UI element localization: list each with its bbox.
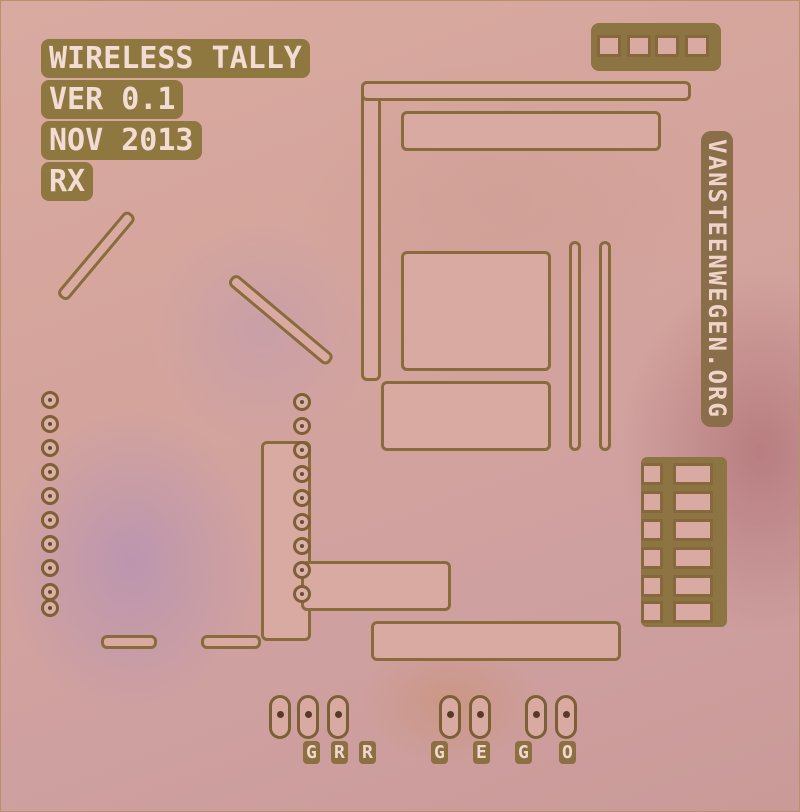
via-pad — [293, 513, 311, 531]
trace — [599, 241, 611, 451]
pin-label: G — [515, 741, 532, 764]
header-pin — [525, 695, 547, 739]
smd-pad — [641, 491, 663, 513]
via-pad — [293, 465, 311, 483]
via-pad — [293, 393, 311, 411]
smd-pad — [641, 601, 663, 623]
smd-pad — [673, 547, 713, 569]
trace — [301, 561, 451, 611]
smd-pad — [673, 519, 713, 541]
trace — [361, 81, 691, 101]
header-pin — [555, 695, 577, 739]
website-text: VANSTEENWEGEN.ORG — [703, 139, 731, 419]
rx-line: RX — [41, 162, 94, 201]
smd-pad — [673, 463, 713, 485]
via-pad — [293, 489, 311, 507]
via-pad — [41, 415, 59, 433]
pad-array-area — [641, 457, 727, 627]
pin-label: R — [331, 741, 348, 764]
pin-label: G — [303, 741, 320, 764]
pin-label: E — [473, 741, 490, 764]
antenna-trace — [55, 209, 138, 303]
via-pad — [41, 535, 59, 553]
smd-pad — [641, 575, 663, 597]
via-pad — [293, 441, 311, 459]
top-pad — [655, 35, 679, 57]
via-pad — [293, 585, 311, 603]
website-label: VANSTEENWEGEN.ORG — [701, 131, 733, 427]
trace — [401, 111, 661, 151]
trace — [361, 81, 381, 381]
top-pad — [685, 35, 709, 57]
via-pad — [41, 463, 59, 481]
trace — [381, 381, 551, 451]
via-pad — [41, 439, 59, 457]
trace — [371, 621, 621, 661]
header-pin — [439, 695, 461, 739]
header-pin — [327, 695, 349, 739]
antenna-trace — [201, 635, 261, 649]
via-pad — [41, 599, 59, 617]
via-pad — [41, 391, 59, 409]
header-pin — [269, 695, 291, 739]
silkscreen-title-block: WIRELESS TALLY VER 0.1 NOV 2013 RX — [41, 39, 310, 203]
via-pad — [293, 561, 311, 579]
smd-pad — [673, 601, 713, 623]
trace — [569, 241, 581, 451]
via-pad — [41, 511, 59, 529]
via-pad — [41, 487, 59, 505]
via-pad — [293, 417, 311, 435]
top-pad — [627, 35, 651, 57]
pin-label: G — [431, 741, 448, 764]
header-pin — [469, 695, 491, 739]
smd-pad — [673, 491, 713, 513]
smd-pad — [641, 547, 663, 569]
trace — [401, 251, 551, 371]
smd-pad — [641, 519, 663, 541]
smd-pad — [641, 463, 663, 485]
date-line: NOV 2013 — [41, 121, 202, 160]
antenna-trace — [101, 635, 157, 649]
top-pad — [597, 35, 621, 57]
pin-label: R — [359, 741, 376, 764]
header-pin — [297, 695, 319, 739]
via-pad — [41, 559, 59, 577]
antenna-trace — [226, 272, 336, 367]
version-line: VER 0.1 — [41, 80, 184, 119]
pin-label: O — [559, 741, 576, 764]
title-line: WIRELESS TALLY — [41, 39, 310, 78]
via-pad — [293, 537, 311, 555]
smd-pad — [673, 575, 713, 597]
